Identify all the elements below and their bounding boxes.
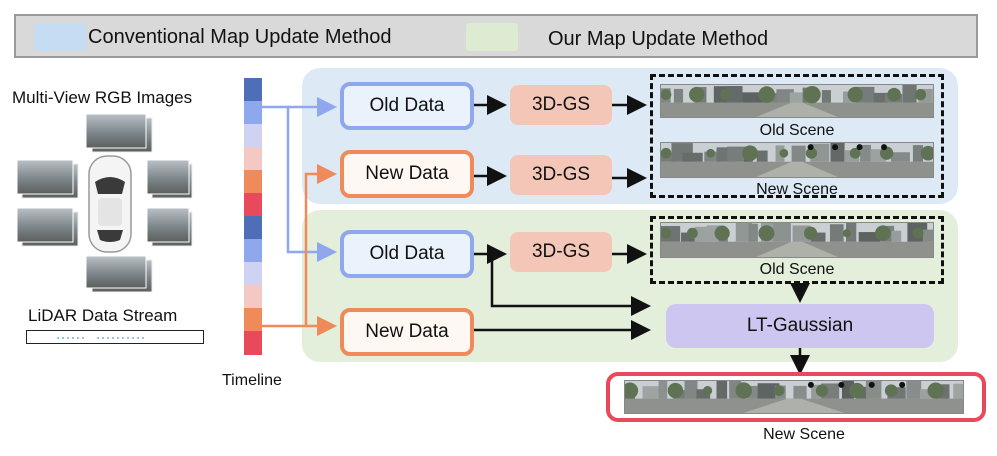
timeline-segment [244,262,262,286]
old-scene-image-ours [660,219,937,258]
camera-image-back [85,255,153,293]
ours-old-data-label: Old Data [369,243,445,264]
old-scene-caption-conventional: Old Scene [759,122,835,139]
lt-gaussian-label: LT-Gaussian [746,315,854,336]
lt-gaussian-node: LT-Gaussian [666,304,934,348]
conventional-gs-bottom-label: 3D-GS [531,164,591,185]
ours-new-scene-box [606,372,986,422]
timeline-segment [244,285,262,309]
lidar-label: LiDAR Data Stream [28,306,178,325]
timeline-segment [244,124,262,148]
new-scene-image-conventional [660,140,936,178]
old-scene-image-conventional [660,82,934,118]
timeline-segment [244,239,262,263]
camera-image-front [85,113,153,153]
timeline-segment [244,147,262,171]
ours-gs-node: 3D-GS [510,232,612,272]
camera-image-back-left [16,207,79,247]
conventional-new-data-label: New Data [365,163,449,184]
conventional-new-data-node: New Data [340,150,474,198]
timeline-to-old-data-arrow [262,105,337,262]
conventional-old-data-label: Old Data [369,95,445,116]
ours-new-data-label: New Data [365,321,449,342]
rgb-images-label: Multi-View RGB Images [12,88,193,107]
conventional-scenes-box [650,74,944,198]
new-scene-image-ours [621,377,970,414]
timeline-segment [244,78,262,102]
camera-image-front-left [16,159,79,199]
legend-swatch-ours [466,23,518,51]
timeline-to-new-data-arrow [262,164,337,328]
ours-new-data-node: New Data [340,308,474,356]
multi-view-images [14,112,194,293]
timeline-segment [244,101,262,125]
lidar-stream [26,330,204,344]
conventional-old-data-node: Old Data [340,82,474,130]
legend-label-conventional: Conventional Map Update Method [88,26,392,48]
ours-old-data-to-lt-gaussian-arrow [490,254,651,316]
camera-image-front-right [146,159,193,199]
timeline-segment [244,308,262,332]
conventional-gs-top-node: 3D-GS [510,85,612,125]
conventional-gs-top-label: 3D-GS [531,94,591,115]
car-icon [88,155,132,253]
ours-old-data-node: Old Data [340,230,474,278]
ours-gs-label: 3D-GS [531,241,591,262]
legend-swatch-conventional [34,23,86,51]
legend-label-ours: Our Map Update Method [548,28,769,50]
timeline-bar [244,78,262,355]
new-scene-caption-ours: New Scene [763,426,845,443]
conventional-gs-bottom-node: 3D-GS [510,155,612,195]
timeline-segment [244,331,262,355]
ours-old-scene-box [650,216,944,284]
timeline-label: Timeline [222,372,282,389]
old-scene-caption-ours: Old Scene [759,261,835,278]
new-scene-caption-conventional: New Scene [756,181,838,198]
timeline-segment [244,216,262,240]
timeline-segment [244,193,262,217]
camera-image-back-right [146,207,193,247]
timeline-segment [244,170,262,194]
